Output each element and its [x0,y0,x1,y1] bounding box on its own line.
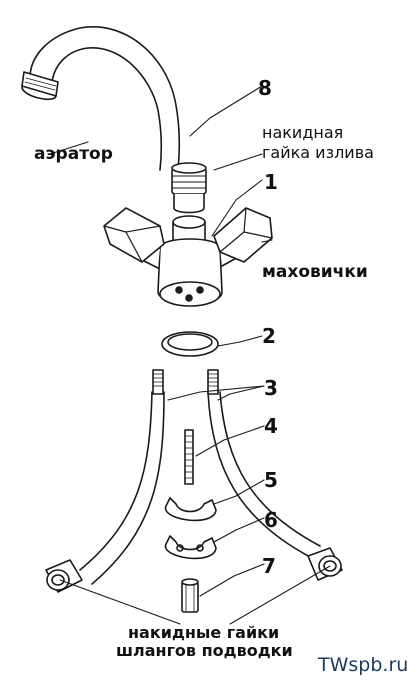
hose-right [207,391,321,559]
aerator [21,71,59,101]
callout-5: 5 [264,468,278,492]
hose-end-right [207,369,219,395]
spout-nut-label-line2: гайка излива [262,143,374,162]
gasket [161,331,219,357]
aerator-label: аэратор [34,144,113,164]
horseshoe-washer [165,497,217,522]
callout-6: 6 [264,508,278,532]
horseshoe-gasket [165,535,217,560]
callout-1: 1 [264,170,278,194]
watermark: TWspb.ru [318,654,409,676]
stud [184,429,194,485]
hose-nut-left [45,559,83,593]
callout-7: 7 [262,554,276,578]
hex-nut [181,578,199,613]
faucet-body [117,215,259,307]
callout-2: 2 [262,324,276,348]
handwheel-left [103,207,165,263]
callout-3: 3 [264,376,278,400]
handwheels-label: маховички [262,262,368,282]
spout-nut [171,162,207,214]
hose-nuts-label-line1: накидные гайки [128,623,280,642]
spout-nut-label-line1: накидная [262,123,344,142]
callout-4: 4 [264,414,278,438]
callout-8: 8 [258,76,272,100]
leader-lines [49,85,331,625]
hose-end-left [152,369,164,395]
hose-nuts-label-line2: шлангов подводки [116,641,293,660]
hose-left [79,391,165,585]
handwheel-right [213,207,273,263]
